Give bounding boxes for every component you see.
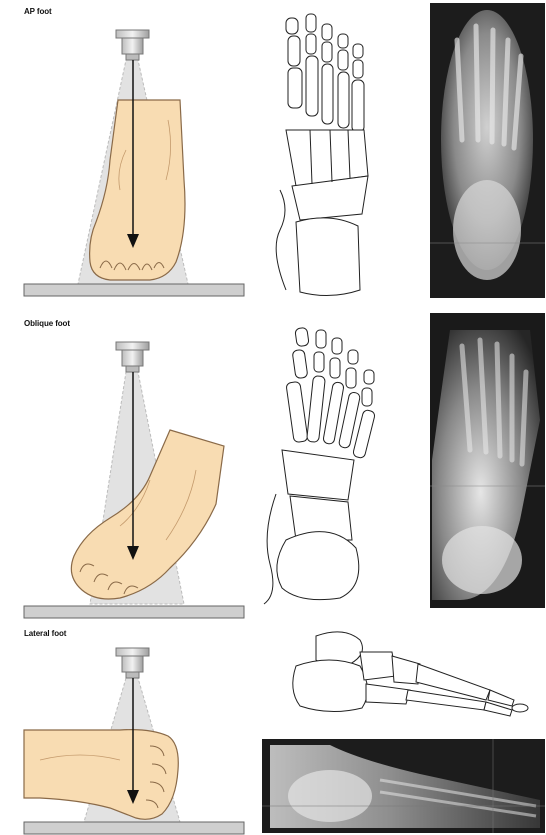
ap-foot-positioning-illustration xyxy=(24,30,244,296)
xray-tube-icon xyxy=(116,648,149,678)
lateral-foot-bone-diagram xyxy=(293,632,528,716)
ap-foot-radiograph xyxy=(430,3,545,298)
xray-tube-icon xyxy=(116,342,149,372)
lateral-foot-positioning-illustration xyxy=(24,648,244,834)
ap-table xyxy=(24,284,244,296)
lateral-foot-drawing xyxy=(24,730,178,820)
oblique-foot-positioning-illustration xyxy=(24,342,244,618)
lateral-table xyxy=(24,822,244,834)
oblique-foot-bone-diagram xyxy=(264,327,376,604)
xray-tube-icon xyxy=(116,30,149,60)
oblique-foot-radiograph xyxy=(430,313,545,608)
ap-foot-bone-diagram xyxy=(276,14,368,296)
oblique-table xyxy=(24,606,244,618)
lateral-foot-radiograph xyxy=(262,739,545,833)
